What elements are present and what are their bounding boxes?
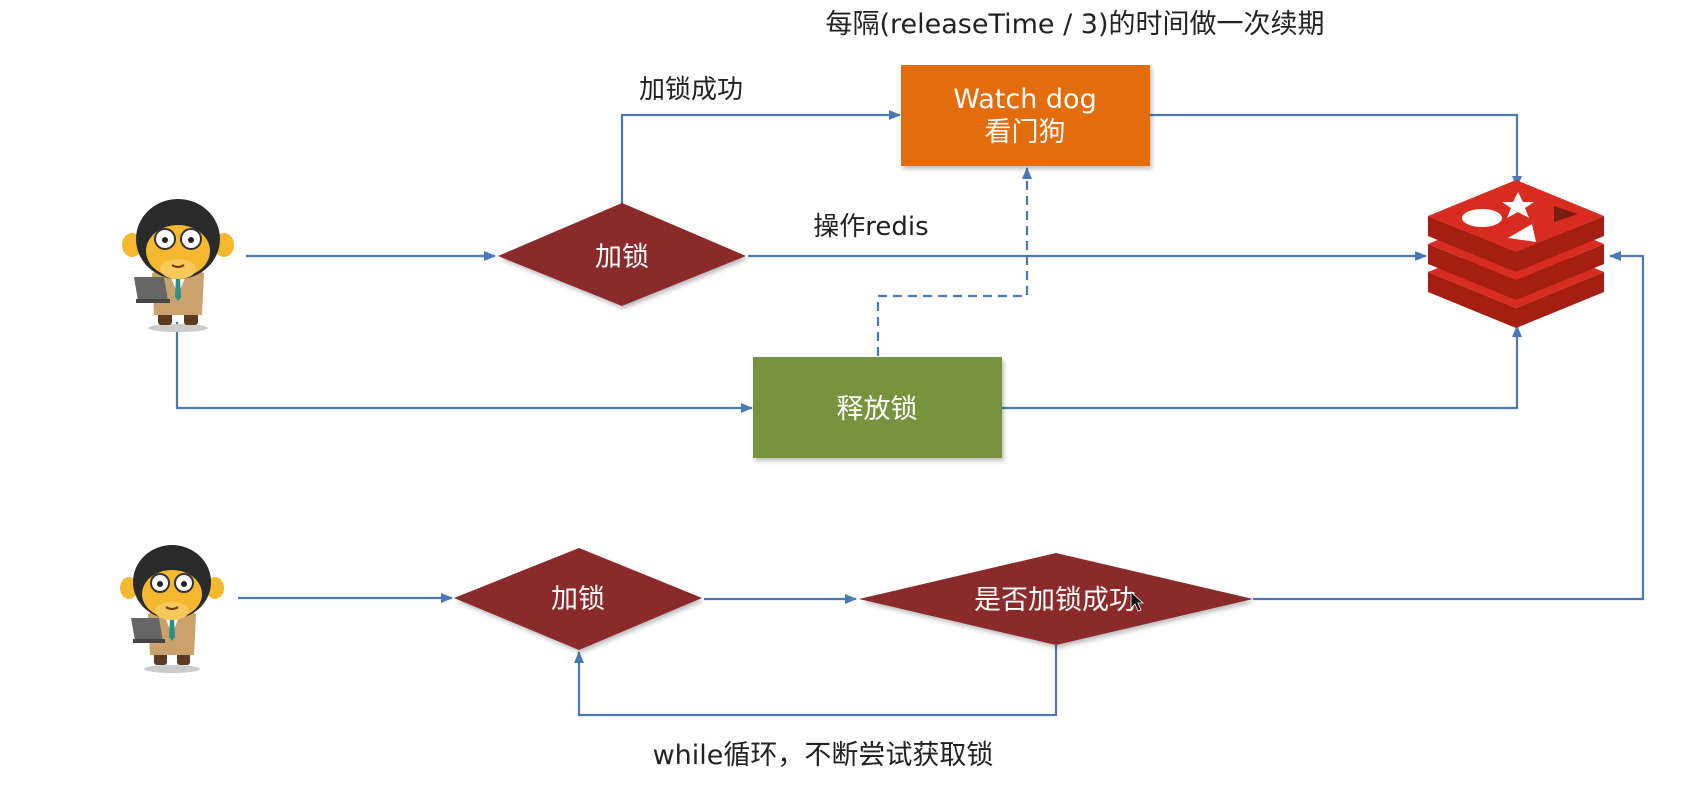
arrow-release-to-redis bbox=[1002, 325, 1522, 410]
lock-diamond-top bbox=[498, 203, 746, 306]
watchdog-box bbox=[901, 65, 1150, 166]
monkey-developer-icon bbox=[120, 545, 224, 673]
lock-diamond-bottom-label: 加锁 bbox=[551, 584, 605, 615]
top-note-label: 每隔(releaseTime / 3)的时间做一次续期 bbox=[825, 9, 1324, 40]
arrow-loop-back bbox=[574, 645, 1058, 717]
arrow-user-to-release bbox=[175, 322, 753, 413]
check-lock-diamond bbox=[859, 553, 1253, 645]
operate-redis-label: 操作redis bbox=[813, 212, 928, 242]
lock-diamond-bottom bbox=[454, 548, 702, 650]
arrow-watchdog-to-redis bbox=[1150, 113, 1522, 188]
arrow-lock-to-watchdog bbox=[620, 110, 901, 205]
release-lock-box bbox=[753, 357, 1002, 458]
lock-success-label: 加锁成功 bbox=[639, 75, 743, 105]
while-loop-label: while循环，不断尝试获取锁 bbox=[653, 740, 994, 771]
dashed-release-to-watchdog bbox=[876, 167, 1032, 356]
redis-logo-icon bbox=[1428, 180, 1604, 328]
lock-diamond-top-label: 加锁 bbox=[595, 242, 649, 273]
arrow-check-to-redis bbox=[1253, 251, 1645, 601]
watchdog-label-zh: 看门狗 bbox=[985, 117, 1066, 148]
mouse-cursor-icon bbox=[1130, 591, 1145, 612]
monkey-developer-icon bbox=[122, 199, 234, 332]
watchdog-label-en: Watch dog bbox=[953, 84, 1096, 115]
connectors bbox=[175, 110, 1645, 717]
check-lock-label: 是否加锁成功 bbox=[974, 585, 1136, 616]
release-lock-label: 释放锁 bbox=[837, 394, 918, 425]
